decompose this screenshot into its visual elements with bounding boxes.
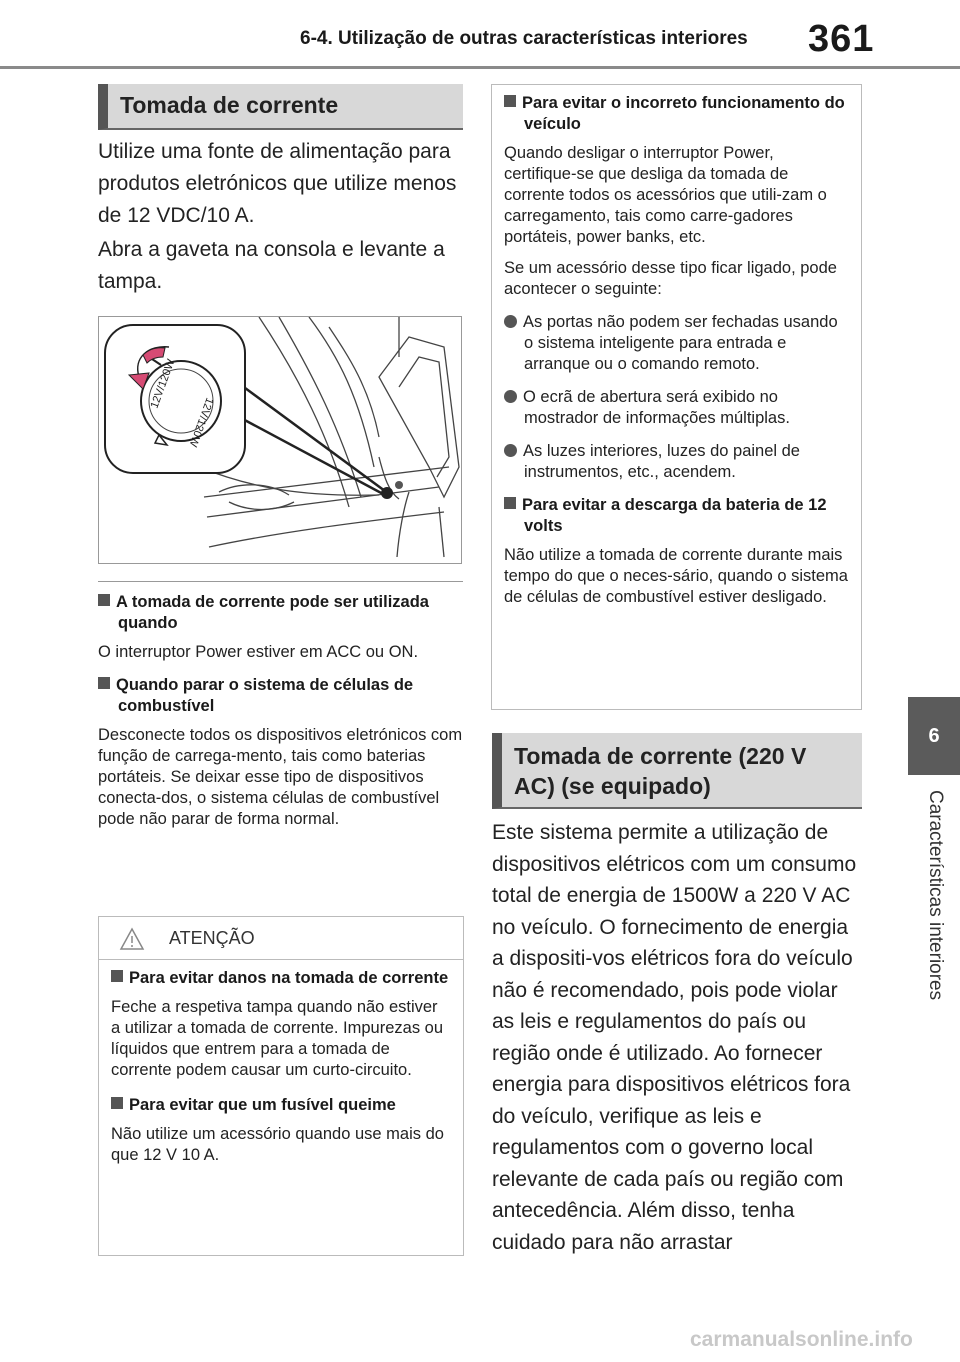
section-title-tomada: Tomada de corrente [98,84,463,130]
note-heading-2: Quando parar o sistema de células de com… [98,675,463,717]
box-bullet-3-text: As luzes interiores, luzes do painel de … [523,442,800,481]
square-bullet-icon [504,497,516,509]
note-text-1: O interruptor Power estiver em ACC ou ON… [98,643,419,661]
warning-heading-2: Para evitar que um fusível queime [111,1095,451,1116]
box-bullet-1-text: As portas não podem ser fechadas usando … [523,313,838,373]
warning-header: ATENÇÃO [99,917,463,960]
warning-box-continued: Para evitar o incorreto funcionamento do… [491,84,862,710]
warning-box: ATENÇÃO Para evitar danos na tomada de c… [98,916,464,1256]
warning-heading-1: Para evitar danos na tomada de corrente [111,968,451,989]
running-header-title: 6-4. Utilização de outras característica… [300,28,748,49]
box-text-1a: Quando desligar o interruptor Power, cer… [504,144,827,246]
box-bullet-1: As portas não podem ser fechadas usando … [504,312,849,375]
divider [98,581,463,582]
box-bullet-2: O ecrã de abertura será exibido no mostr… [504,387,849,429]
section-title-tomada-220v: Tomada de corrente (220 V AC) (se equipa… [492,733,862,809]
round-bullet-icon [504,315,517,328]
round-bullet-icon [504,390,517,403]
square-bullet-icon [98,594,110,606]
warning-text-2: Não utilize um acessório quando use mais… [111,1125,444,1164]
square-bullet-icon [111,970,123,982]
chapter-tab-label-text: Características interiores [925,790,946,1001]
box-text-1b: Se um acessório desse tipo ficar ligado,… [504,259,837,298]
notes-block: A tomada de corrente pode ser utilizada … [98,592,463,830]
note-text-2: Desconecte todos os dispositivos eletrón… [98,726,463,828]
chapter-tab-number: 6 [908,697,960,775]
chapter-tab-label: Características interiores [914,790,954,1030]
box-text-2: Não utilize a tomada de corrente durante… [504,546,848,606]
intro-paragraph-1: Utilize uma fonte de alimentação para pr… [98,140,457,227]
note-heading-1-text: A tomada de corrente pode ser utilizada … [116,593,429,632]
warning-triangle-icon [119,927,145,950]
box-bullet-3: As luzes interiores, luzes do painel de … [504,441,849,483]
box-heading-1: Para evitar o incorreto funcionamento do… [504,93,849,135]
warning-title: ATENÇÃO [169,928,255,948]
header-rule [0,66,960,69]
square-bullet-icon [98,677,110,689]
intro-paragraph-2: Abra a gaveta na consola e levante a tam… [98,238,445,293]
square-bullet-icon [111,1097,123,1109]
note-heading-2-text: Quando parar o sistema de células de com… [116,676,414,715]
box-heading-2: Para evitar a descarga da bateria de 12 … [504,495,849,537]
warning-body: Para evitar danos na tomada de corrente … [99,960,463,1166]
box-heading-1-text: Para evitar o incorreto funcionamento do… [522,94,845,133]
warning-heading-1-text: Para evitar danos na tomada de corrente [129,969,449,987]
round-bullet-icon [504,444,517,457]
warning-heading-2-text: Para evitar que um fusível queime [129,1096,396,1114]
watermark: carmanualsonline.info [690,1328,913,1351]
note-heading-1: A tomada de corrente pode ser utilizada … [98,592,463,634]
figure-illustration: 12V/120W 12V/120W [104,316,460,558]
page-number: 361 [808,18,875,60]
figure-power-outlet: 12V/120W 12V/120W [98,316,462,564]
warning-text-1: Feche a respetiva tampa quando não estiv… [111,998,444,1079]
square-bullet-icon [504,95,516,107]
box-bullet-2-text: O ecrã de abertura será exibido no mostr… [523,388,790,427]
section-220v-paragraph: Este sistema permite a utilização de dis… [492,821,857,1254]
box-heading-2-text: Para evitar a descarga da bateria de 12 … [522,496,827,535]
